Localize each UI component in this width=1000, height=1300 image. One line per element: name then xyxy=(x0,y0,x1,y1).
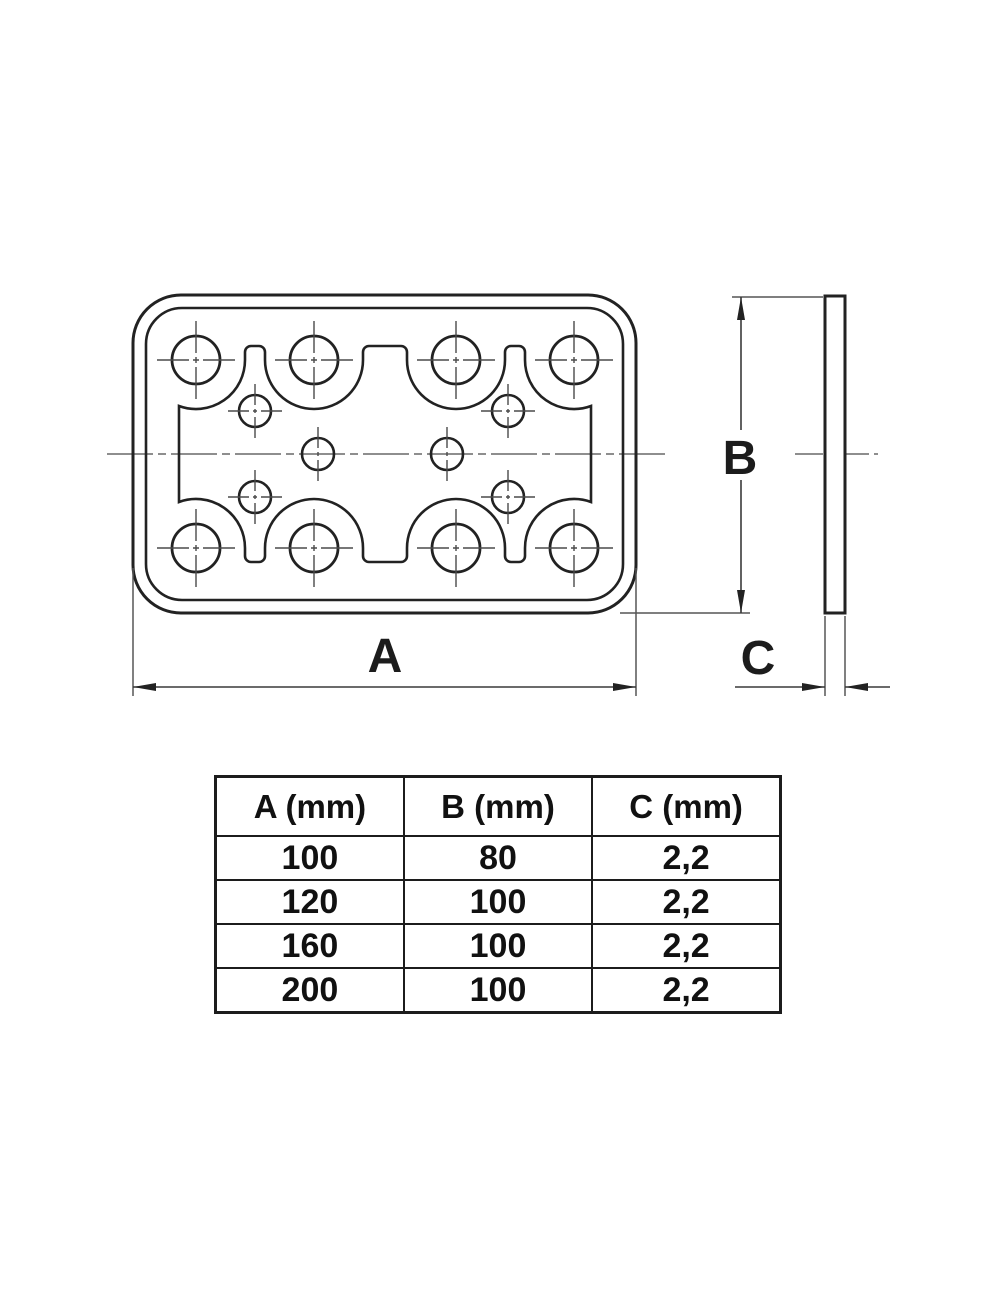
front-view xyxy=(107,293,666,615)
arrowhead-right-icon xyxy=(613,683,636,691)
dimension-a: A xyxy=(132,568,637,696)
crosshair-icon xyxy=(534,320,614,400)
crosshair-icon xyxy=(534,508,614,588)
arrowhead-left-icon xyxy=(845,683,868,691)
table-cell: 80 xyxy=(402,835,594,881)
table-cell: 100 xyxy=(402,879,594,925)
side-view xyxy=(795,294,878,615)
plate-outer-outline xyxy=(131,293,638,615)
crosshair-icon xyxy=(156,508,236,588)
crosshair-icon xyxy=(480,469,536,525)
arrowhead-up-icon xyxy=(737,297,745,320)
dimension-label-a: A xyxy=(368,630,403,683)
dimension-c: C xyxy=(735,616,890,696)
plate-inner-outline xyxy=(144,306,625,602)
crosshair-icon xyxy=(156,320,236,400)
crosshair-icon xyxy=(416,320,496,400)
table-header-a: A (mm) xyxy=(214,775,405,837)
crosshair-icon xyxy=(274,508,354,588)
crosshair-icon xyxy=(480,383,536,439)
dimension-label-c: C xyxy=(741,632,776,685)
size-table: A (mm) B (mm) C (mm) 100 80 2,2 120 100 … xyxy=(214,775,782,1014)
arrowhead-left-icon xyxy=(133,683,156,691)
crosshair-icon xyxy=(416,508,496,588)
table-cell: 200 xyxy=(214,967,405,1014)
table-cell: 2,2 xyxy=(591,967,782,1014)
table-row: 120 100 2,2 xyxy=(214,879,782,925)
arrowhead-down-icon xyxy=(737,590,745,613)
crosshair-icon xyxy=(227,383,283,439)
table-cell: 160 xyxy=(214,923,405,969)
table-row: 160 100 2,2 xyxy=(214,923,782,969)
table-row: 200 100 2,2 xyxy=(214,967,782,1014)
table-header-b: B (mm) xyxy=(402,775,594,837)
crosshair-icon xyxy=(274,320,354,400)
crosshair-icon xyxy=(227,469,283,525)
dimension-b: B xyxy=(620,296,823,614)
arrowhead-right-icon xyxy=(802,683,825,691)
side-view-outline xyxy=(823,294,847,615)
dim-b-label-mask xyxy=(718,430,764,480)
table-cell: 100 xyxy=(402,967,594,1014)
table-cell: 2,2 xyxy=(591,923,782,969)
table-header-c: C (mm) xyxy=(591,775,782,837)
table-cell: 2,2 xyxy=(591,835,782,881)
pocket-contour xyxy=(177,344,593,564)
table-cell: 100 xyxy=(214,835,405,881)
table-cell: 100 xyxy=(402,923,594,969)
table-header-row: A (mm) B (mm) C (mm) xyxy=(214,775,782,837)
table-cell: 2,2 xyxy=(591,879,782,925)
table-cell: 120 xyxy=(214,879,405,925)
table-row: 100 80 2,2 xyxy=(214,835,782,881)
dimension-label-b: B xyxy=(723,432,758,485)
